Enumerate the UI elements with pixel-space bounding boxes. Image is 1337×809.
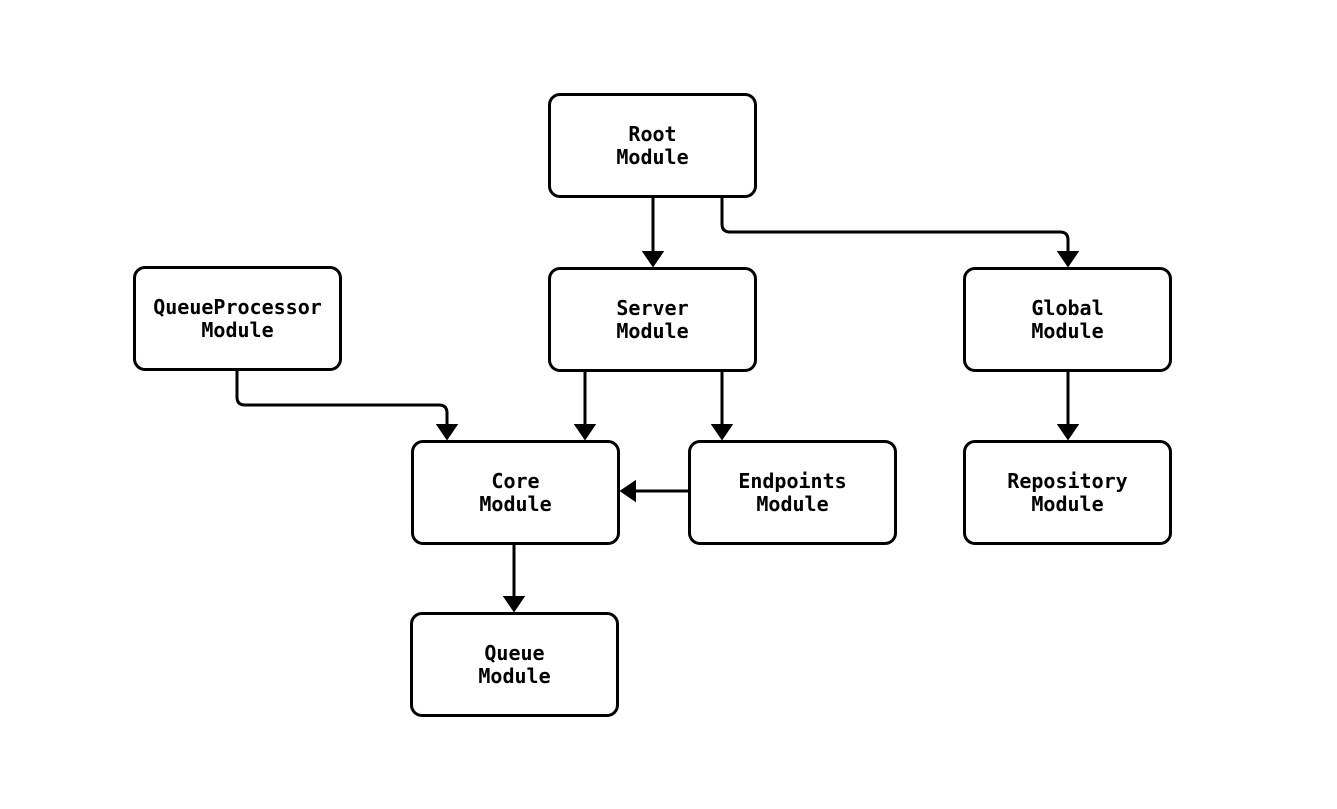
edge-root-to-global: [720, 198, 1080, 268]
node-label-line2: Module: [756, 491, 829, 516]
node-queueprocessor-module: QueueProcessor Module: [133, 266, 342, 371]
node-root-module: Root Module: [548, 93, 757, 198]
node-label-line1: Core: [491, 468, 540, 493]
node-core-module: Core Module: [411, 440, 620, 545]
node-label-line1: Root: [628, 121, 677, 146]
node-label-line2: Module: [616, 318, 689, 343]
node-label-line1: Server: [616, 295, 689, 320]
node-label-line2: Module: [478, 663, 551, 688]
node-endpoints-module: Endpoints Module: [688, 440, 897, 545]
node-server-module: Server Module: [548, 267, 757, 372]
node-label-line2: Module: [201, 317, 274, 342]
edge-queueprocessor-to-core: [235, 371, 459, 441]
node-label-line1: Repository: [1007, 468, 1128, 493]
node-label-line2: Module: [616, 144, 689, 169]
node-repository-module: Repository Module: [963, 440, 1172, 545]
node-label-line1: Endpoints: [738, 468, 847, 493]
node-label-line2: Module: [479, 491, 552, 516]
node-label-line2: Module: [1031, 318, 1104, 343]
node-queue-module: Queue Module: [410, 612, 619, 717]
node-label-line2: Module: [1031, 491, 1104, 516]
node-global-module: Global Module: [963, 267, 1172, 372]
node-label-line1: QueueProcessor: [153, 294, 322, 319]
node-label-line1: Queue: [484, 640, 545, 665]
node-label-line1: Global: [1031, 295, 1104, 320]
